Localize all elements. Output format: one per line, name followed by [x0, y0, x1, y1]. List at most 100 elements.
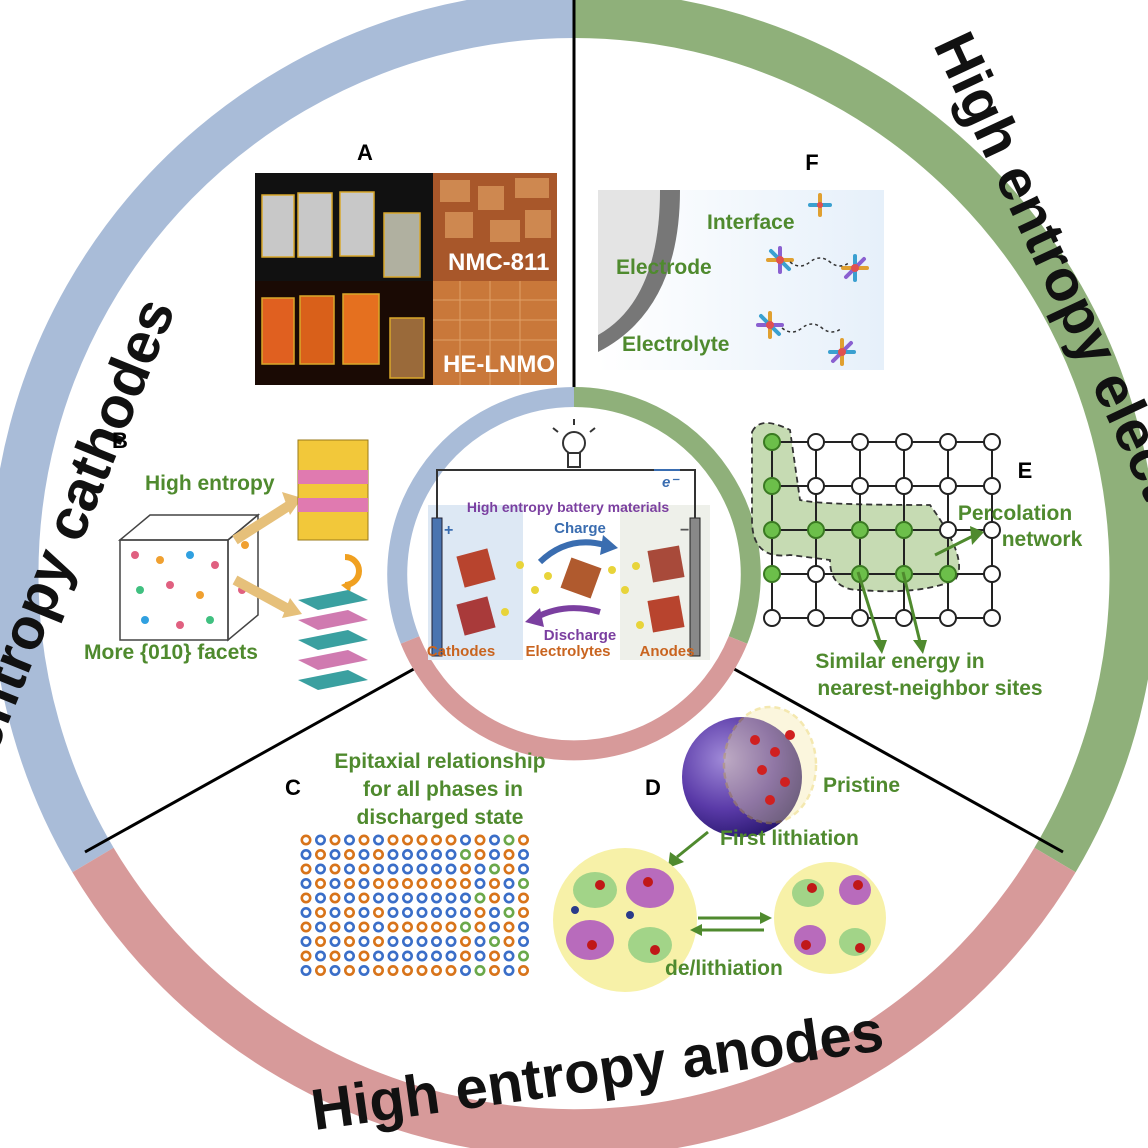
cathodes-label: Cathodes: [427, 643, 495, 660]
lattice-atom: [314, 935, 326, 947]
lattice-atom: [329, 921, 341, 933]
epitaxial-line3: discharged state: [357, 806, 524, 829]
lattice-atom: [300, 950, 312, 962]
lattice-atom: [343, 964, 355, 976]
lattice-site-occupied: [763, 565, 781, 583]
lattice-atom: [372, 921, 384, 933]
epitaxial-line1: Epitaxial relationship: [334, 750, 545, 773]
lattice-atom: [430, 834, 442, 846]
lattice-site-empty: [807, 565, 825, 583]
lattice-atom: [401, 877, 413, 889]
lattice-atom: [445, 892, 457, 904]
lattice-atom: [488, 921, 500, 933]
percolation-label-line2: network: [1002, 528, 1083, 551]
lattice-atom: [459, 892, 471, 904]
lattice-atom: [488, 834, 500, 846]
lattice-site-occupied: [763, 477, 781, 495]
lattice-atom: [503, 863, 515, 875]
percolation-label-line1: Percolation: [958, 502, 1072, 525]
battery-title: High entropy battery materials: [467, 499, 669, 515]
helnmo-label: HE-LNMO: [443, 351, 555, 378]
lattice-atom: [445, 964, 457, 976]
lattice-atom: [459, 848, 471, 860]
lattice-site-occupied: [763, 521, 781, 539]
electrolytes-ring-segment: [573, 0, 1148, 873]
lattice-site-empty: [939, 521, 957, 539]
panel-b: B High entropy: [84, 428, 369, 690]
layered-structure-bottom: [298, 590, 368, 690]
percolation-region: [751, 422, 960, 593]
lattice-atom: [314, 892, 326, 904]
electrolytes-label: Electrolytes: [525, 643, 610, 660]
panel-a-letter: A: [357, 140, 373, 165]
crystal-cube: [117, 513, 261, 642]
lattice-atom: [517, 921, 529, 933]
facets-label: More {010} facets: [84, 641, 258, 664]
lattice-atom: [517, 834, 529, 846]
lattice-atom: [329, 935, 341, 947]
lattice-atom: [387, 935, 399, 947]
lattice-atom: [416, 921, 428, 933]
lattice-atom: [416, 834, 428, 846]
charge-arrow: [537, 539, 606, 565]
minus-sign: −: [680, 522, 689, 539]
lattice-atom: [401, 964, 413, 976]
lattice-atom: [416, 877, 428, 889]
lattice-atom: [474, 892, 486, 904]
lattice-atom: [387, 834, 399, 846]
lattice-atom: [503, 921, 515, 933]
lattice-atom: [372, 950, 384, 962]
lattice-atom: [329, 848, 341, 860]
cathodes-ring-segment: [0, 0, 575, 873]
lattice-atom: [445, 935, 457, 947]
panel-c-letter: C: [285, 775, 301, 800]
electrode-label: Electrode: [616, 256, 712, 279]
lattice-atom: [416, 935, 428, 947]
lattice-atom: [300, 906, 312, 918]
lattice-atom: [445, 848, 457, 860]
lattice-atom: [401, 892, 413, 904]
lattice-site-empty: [895, 477, 913, 495]
lattice-atom: [343, 848, 355, 860]
first-lithiation-label: First lithiation: [720, 827, 859, 850]
lattice-atom: [459, 877, 471, 889]
lattice-site-occupied: [939, 565, 957, 583]
lattice-atom: [474, 863, 486, 875]
lattice-site-empty: [851, 609, 869, 627]
lattice-atom: [488, 848, 500, 860]
lattice-atom: [474, 834, 486, 846]
lattice-atom: [401, 848, 413, 860]
panel-e: E Percolation network Similar energy in …: [751, 422, 1083, 700]
lattice-atom: [358, 848, 370, 860]
electron-label: e⁻: [662, 474, 680, 491]
lattice-atom: [372, 877, 384, 889]
lattice-atom: [474, 935, 486, 947]
lattice-atom: [329, 877, 341, 889]
epitaxial-line2: for all phases in: [363, 778, 523, 801]
lattice-atom: [358, 863, 370, 875]
lattice-atom: [488, 906, 500, 918]
lattice-atom: [430, 848, 442, 860]
layered-structure-top: [297, 439, 369, 541]
lattice-atom: [387, 892, 399, 904]
lattice-atom: [474, 877, 486, 889]
lattice-atom: [401, 950, 413, 962]
lattice-atom: [430, 935, 442, 947]
lattice-atom: [503, 964, 515, 976]
lattice-grid: [763, 433, 1001, 627]
plus-sign: +: [444, 522, 453, 539]
lattice-site-empty: [939, 433, 957, 451]
lattice-atom: [517, 892, 529, 904]
lattice-site-empty: [807, 477, 825, 495]
lattice-atom: [503, 848, 515, 860]
anode-electrode: [689, 517, 701, 657]
lattice-atom: [416, 964, 428, 976]
lattice-atom: [474, 848, 486, 860]
lattice-atom: [517, 935, 529, 947]
lattice-atom: [488, 950, 500, 962]
lattice-site-empty: [939, 609, 957, 627]
lattice-atom: [329, 950, 341, 962]
lattice-atom: [416, 863, 428, 875]
lattice-site-empty: [763, 609, 781, 627]
lattice-atom: [329, 964, 341, 976]
